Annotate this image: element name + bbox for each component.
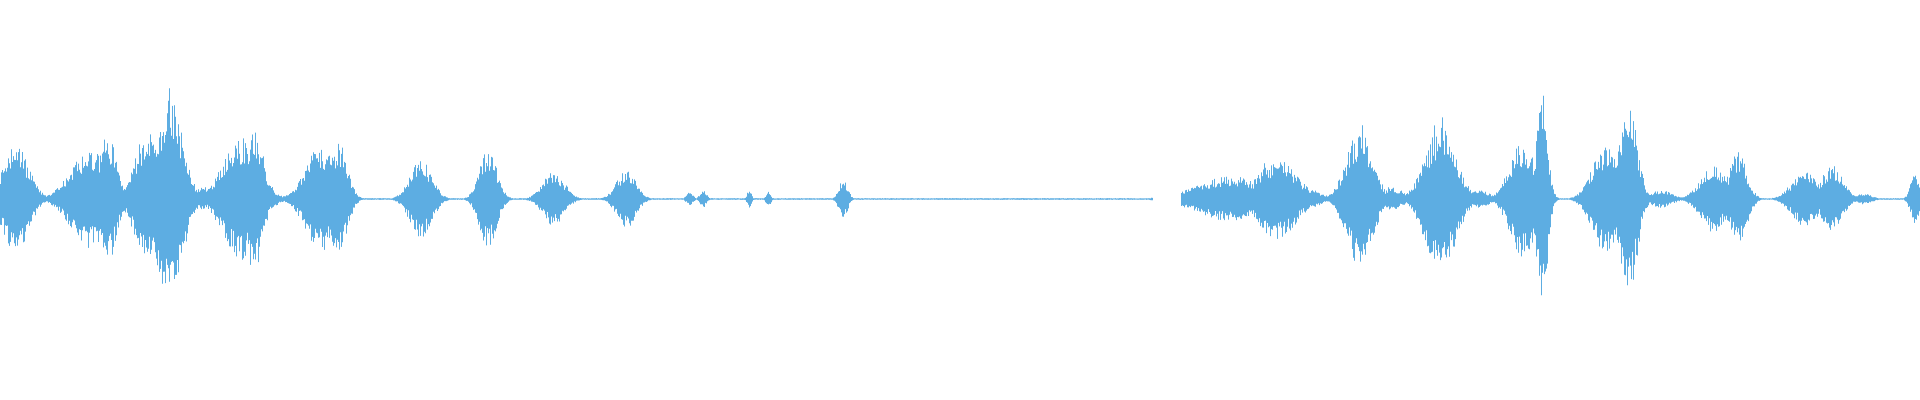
- waveform-signal: [0, 88, 1920, 296]
